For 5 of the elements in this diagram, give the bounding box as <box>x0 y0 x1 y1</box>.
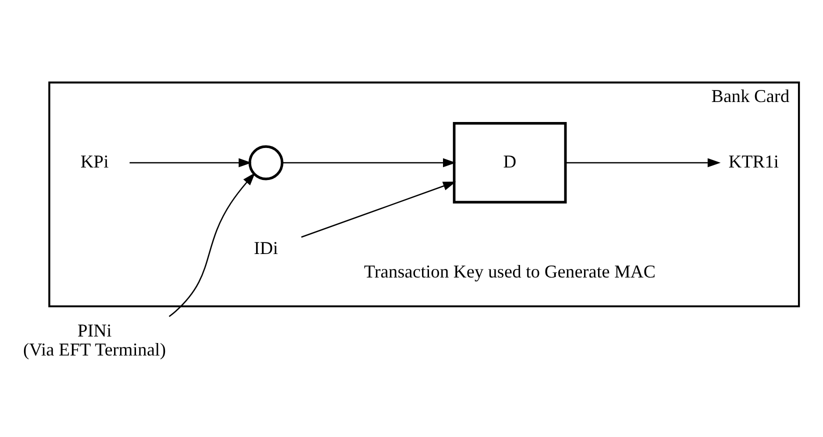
node-text: KPi <box>80 151 109 172</box>
node-text: KTR1i <box>728 151 779 172</box>
node-text: IDi <box>254 238 278 258</box>
label: Transaction Key used to Generate MAC <box>364 260 656 281</box>
node-text: PINi (Via EFT Terminal) <box>23 320 166 360</box>
